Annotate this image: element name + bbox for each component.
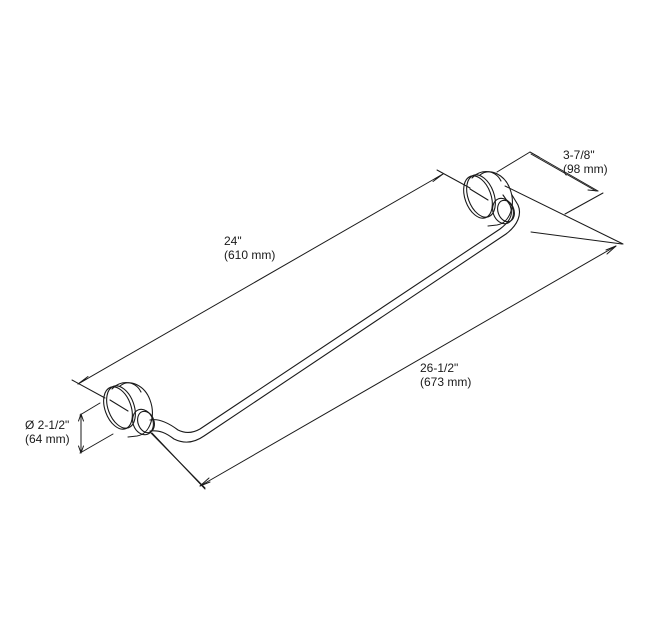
depth-label: 3-7/8" (98 mm) [563,148,608,176]
overall-length-label: 26-1/2" (673 mm) [420,361,471,389]
towel-bar [149,194,521,443]
post-diameter-imperial: Ø 2-1/2" [25,418,70,432]
depth-metric: (98 mm) [563,162,608,176]
post-diameter-label: Ø 2-1/2" (64 mm) [25,418,70,446]
bar-length-imperial: 24" [224,234,242,248]
overall-length-imperial: 26-1/2" [420,361,459,375]
right-post [463,171,515,227]
overall-length-dimension [149,231,623,490]
depth-imperial: 3-7/8" [563,148,595,162]
bar-length-metric: (610 mm) [224,248,276,262]
overall-length-metric: (673 mm) [420,375,472,389]
post-diameter-dimension [78,402,114,454]
bar-length-dimension [71,169,471,399]
depth-dimension [496,151,624,245]
bar-length-label: 24" (610 mm) [224,234,275,262]
left-post [103,382,155,438]
post-diameter-metric: (64 mm) [25,432,70,446]
